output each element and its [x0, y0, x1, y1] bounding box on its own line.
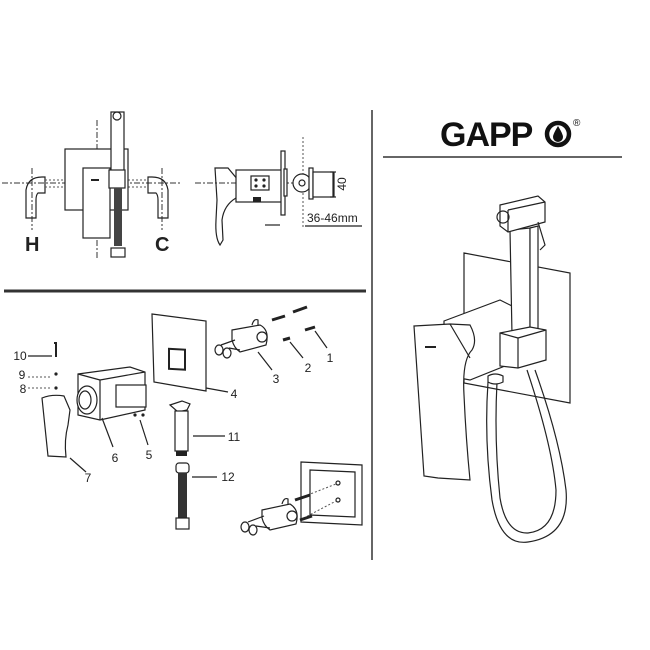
part-number-9: 9 [19, 368, 26, 382]
part-12-hose [175, 462, 190, 530]
depth-dimension: 36-46mm [307, 211, 358, 225]
part-11-hygienic-shower [168, 400, 191, 456]
cold-label: C [155, 234, 169, 256]
cold-elbow [147, 176, 169, 219]
part-number-7: 7 [85, 471, 92, 485]
part-number-5: 5 [146, 448, 153, 462]
hose-assembled [486, 369, 567, 543]
front-installation-view: H C [2, 111, 182, 260]
part-number-3: 3 [273, 372, 280, 386]
hose-front [114, 188, 122, 246]
part-number-10: 10 [13, 349, 27, 363]
part-6-valve-body [76, 366, 147, 421]
part-number-1: 1 [327, 351, 334, 365]
water-drop-o-icon [544, 120, 572, 148]
part-number-4: 4 [231, 387, 238, 401]
part-number-6: 6 [112, 451, 119, 465]
logo-text: GAPP [440, 116, 533, 154]
wall-box-installation [240, 461, 363, 536]
shower-rod-assembled [509, 227, 531, 336]
part-number-12: 12 [221, 470, 235, 484]
part-7-handle [41, 394, 71, 458]
exploded-view: 1 2 3 4 5 6 7 8 9 10 11 12 [13, 305, 363, 536]
lever-handle-side [214, 167, 239, 247]
hot-label: H [25, 234, 39, 256]
mixer-lever-assembled [413, 323, 476, 481]
part-4-cover-plate [151, 313, 207, 392]
mixer-body-front [82, 167, 111, 239]
part-3-mounting-valve [214, 318, 268, 359]
part-number-2: 2 [305, 361, 312, 375]
hot-elbow [25, 176, 46, 219]
height-dimension: 40 [335, 177, 349, 191]
registered-mark: ® [573, 118, 581, 129]
side-installation-view: 40 36-46mm [195, 137, 362, 247]
part-number-11: 11 [228, 430, 241, 444]
part-number-8: 8 [20, 382, 27, 396]
assembled-product-view [413, 195, 571, 543]
gappo-logo: GAPP ® [440, 116, 581, 154]
part-1-2-wall-plugs [271, 305, 316, 342]
shower-holder-assembled [499, 326, 547, 369]
